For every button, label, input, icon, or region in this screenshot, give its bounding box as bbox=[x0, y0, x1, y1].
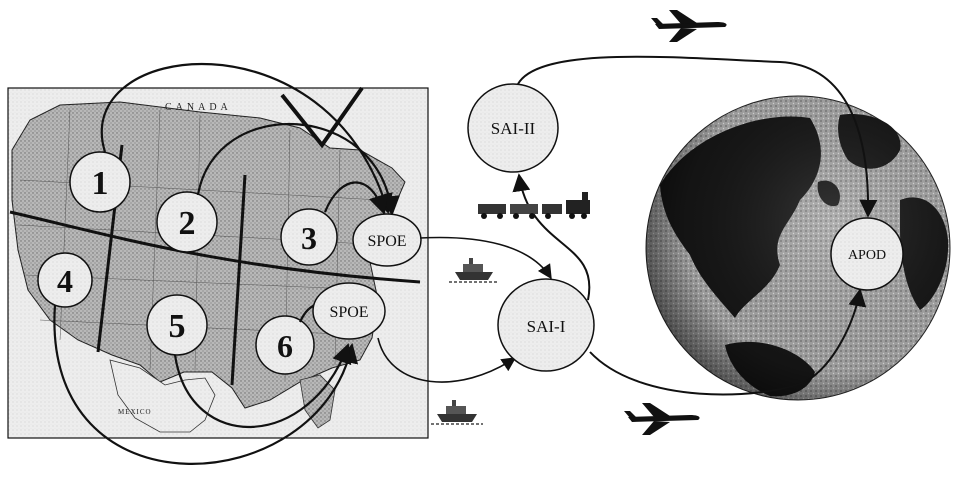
spoe-south-to-sai1 bbox=[377, 337, 517, 383]
mexico-label: MEXICO bbox=[118, 408, 152, 416]
region-markers: 1 2 3 4 5 6 bbox=[37, 151, 338, 375]
apod-label: APOD bbox=[848, 248, 886, 263]
sai-2-node: SAI-II bbox=[467, 83, 559, 173]
region-1-label: 1 bbox=[92, 165, 109, 202]
region-2-label: 2 bbox=[179, 205, 196, 242]
ship-icon bbox=[431, 400, 483, 425]
globe bbox=[645, 95, 951, 401]
airplane-icon bbox=[624, 403, 700, 435]
sea-lines bbox=[377, 236, 552, 383]
ship-icon bbox=[449, 258, 499, 283]
region-6-label: 6 bbox=[277, 328, 293, 364]
region-1: 1 bbox=[69, 151, 131, 213]
arrow-sai1-to-sai2 bbox=[512, 173, 591, 301]
sai2-to-apod bbox=[517, 55, 878, 218]
divider-central bbox=[230, 174, 247, 386]
sai-1-label: SAI-I bbox=[527, 317, 566, 336]
arrow-region4-to-spoe bbox=[53, 304, 359, 465]
arrow-region1-to-spoe bbox=[100, 62, 393, 214]
arrow-region3-to-spoe bbox=[323, 181, 388, 215]
mexico-land bbox=[109, 359, 216, 433]
sai1-to-apod bbox=[589, 288, 867, 396]
spoe-south-node: SPOE bbox=[312, 282, 386, 340]
sai-1-node: SAI-I bbox=[497, 278, 595, 372]
train-icon bbox=[478, 192, 590, 219]
region-2: 2 bbox=[156, 191, 218, 253]
region-3: 3 bbox=[280, 208, 338, 266]
arrow-region2-to-spoe bbox=[196, 123, 400, 216]
region-3-label: 3 bbox=[301, 220, 317, 256]
map-flow-arrows bbox=[53, 62, 400, 465]
check-mark bbox=[280, 86, 364, 149]
air-routes bbox=[517, 55, 878, 396]
airplane-icon bbox=[651, 10, 727, 42]
apod-node: APOD bbox=[830, 217, 904, 291]
canada-label: CANADA bbox=[165, 102, 232, 113]
region-4-label: 4 bbox=[57, 263, 73, 299]
region-4: 4 bbox=[37, 252, 93, 308]
spoe-south-label: SPOE bbox=[329, 304, 368, 321]
region-5-label: 5 bbox=[169, 308, 186, 345]
spoe-east-node: SPOE bbox=[352, 213, 422, 267]
sai-2-label: SAI-II bbox=[491, 119, 536, 138]
region-5: 5 bbox=[146, 294, 208, 356]
florida-land bbox=[299, 374, 336, 429]
spoe-east-label: SPOE bbox=[367, 233, 406, 250]
arrow-region5-to-spoe bbox=[173, 343, 352, 429]
region-6: 6 bbox=[255, 315, 315, 375]
spoe-east-to-sai1 bbox=[419, 236, 552, 280]
